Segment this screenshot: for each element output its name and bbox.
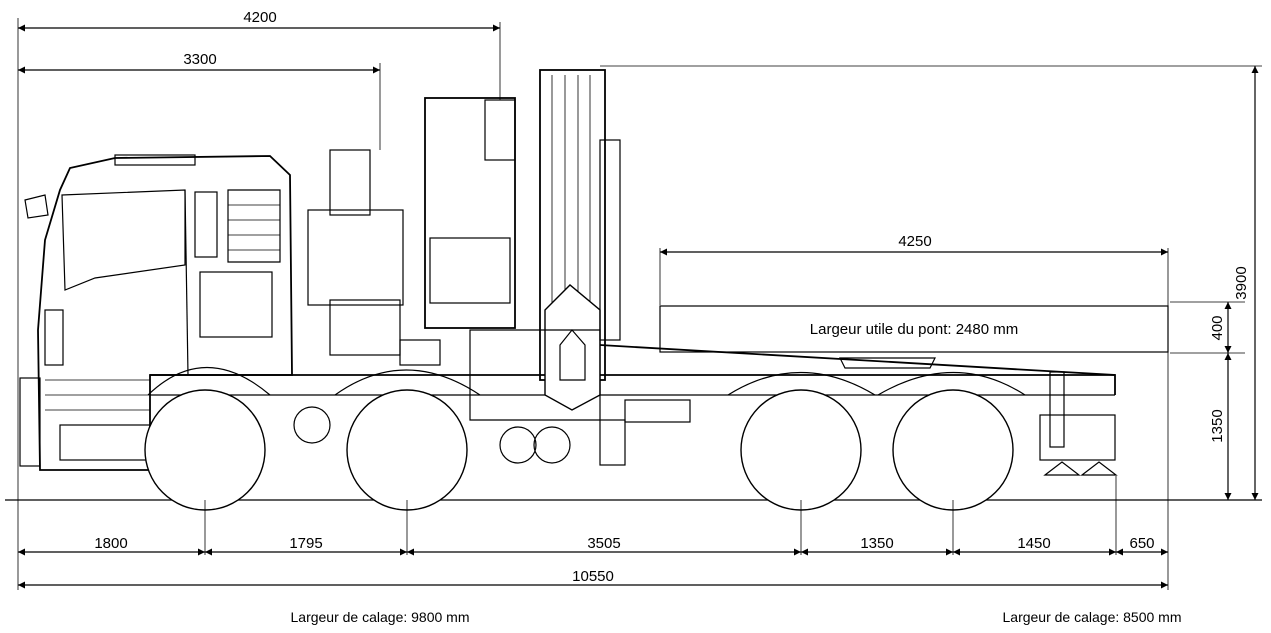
dim-frame-height: 1350 (1209, 409, 1226, 442)
dim-total-length: 10550 (572, 568, 614, 585)
wheel-3 (740, 389, 862, 511)
dim-axle-1-2: 1795 (289, 535, 322, 552)
rear-outrigger (1039, 371, 1118, 476)
dim-front-overhang: 1800 (94, 535, 127, 552)
bed-width-box (659, 305, 1169, 353)
wheels (144, 389, 1014, 511)
wheel-4 (892, 389, 1014, 511)
crane-assembly (307, 69, 621, 421)
dim-axle-3-4: 1350 (860, 535, 893, 552)
dim-axle-2-3: 3505 (587, 535, 620, 552)
dimension-labels: 4200 3300 4250 Largeur utile du pont: 24… (94, 9, 1250, 625)
dim-rear-overhang: 650 (1129, 535, 1154, 552)
dim-cab-to-crane: 3300 (183, 51, 216, 68)
dim-bed-height: 400 (1209, 315, 1226, 340)
wheel-1 (144, 389, 266, 511)
rear-outrigger-span-label: Largeur de calage: 8500 mm (1003, 609, 1182, 625)
dimension-lines (17, 18, 1262, 590)
bed-width-label: Largeur utile du pont: 2480 mm (810, 321, 1018, 338)
dim-overall-reach: 4200 (243, 9, 276, 26)
dim-axle-4-outrigger: 1450 (1017, 535, 1050, 552)
truck-illustration (5, 69, 1262, 511)
cab (19, 154, 293, 471)
dim-total-height: 3900 (1233, 266, 1250, 299)
dim-bed-length: 4250 (898, 233, 931, 250)
front-outrigger-span-label: Largeur de calage: 9800 mm (291, 609, 470, 625)
wheel-2 (346, 389, 468, 511)
